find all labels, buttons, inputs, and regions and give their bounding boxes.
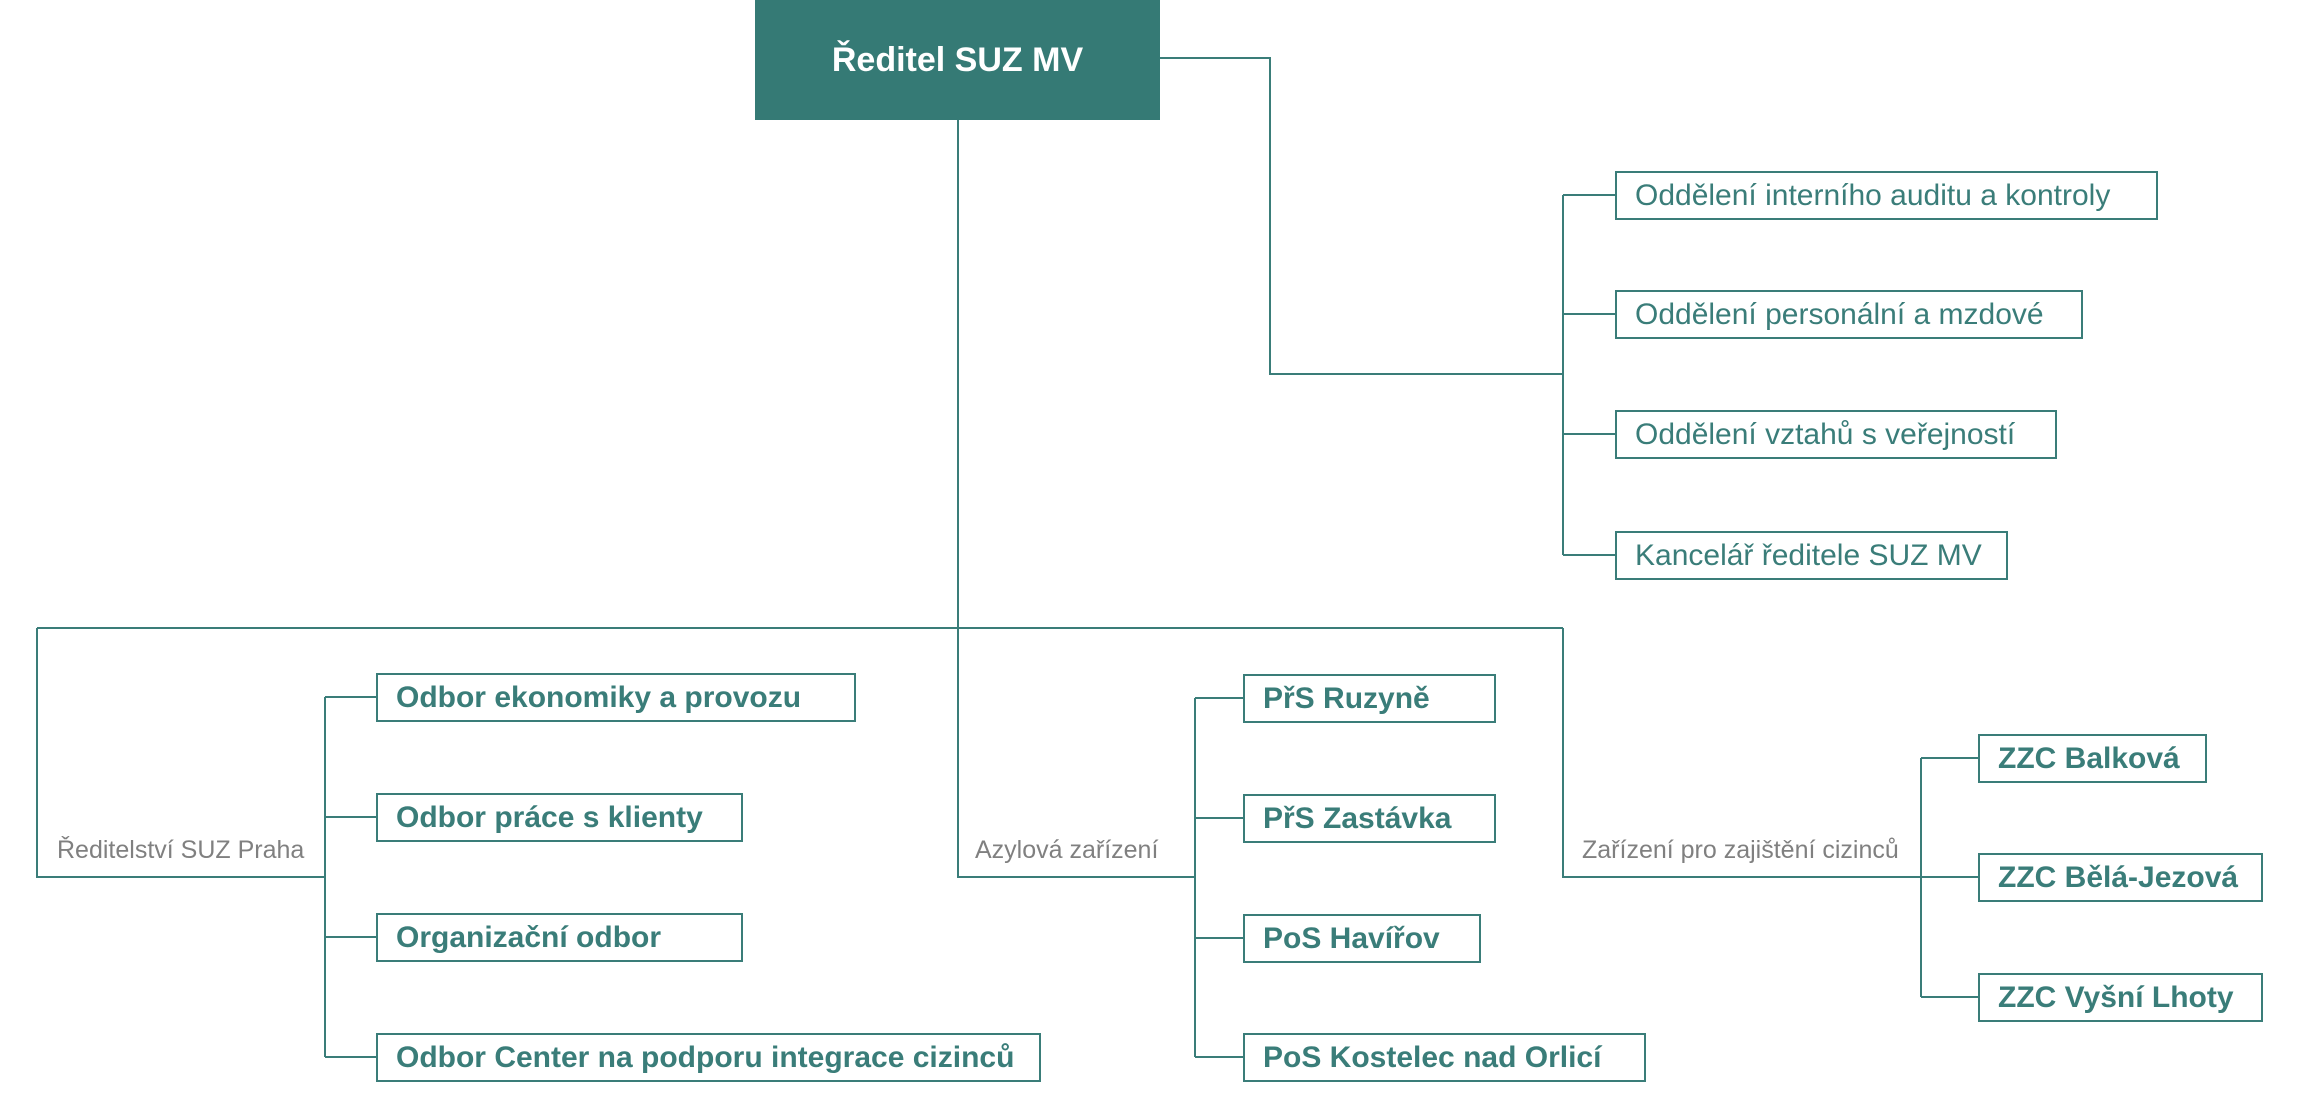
unit-zzc-balkova: ZZC Balková: [1978, 734, 2207, 783]
unit-prs-ruzyne: PřS Ruzyně: [1243, 674, 1496, 723]
group-label-headquarters: Ředitelství SUZ Praha: [57, 836, 305, 864]
group-label-asylum-facilities: Azylová zařízení: [975, 836, 1159, 864]
unit-pos-havirov: PoS Havířov: [1243, 914, 1481, 963]
unit-zzc-bela-jezova: ZZC Bělá-Jezová: [1978, 853, 2263, 902]
connector-group2-drop: [957, 628, 1195, 878]
unit-economy-operations: Odbor ekonomiky a provozu: [376, 673, 856, 722]
unit-zzc-vysni-lhoty: ZZC Vyšní Lhoty: [1978, 973, 2263, 1022]
staff-unit-internal-audit: Oddělení interního auditu a kontroly: [1615, 171, 2158, 220]
root-director-label: Ředitel SUZ MV: [831, 40, 1084, 79]
unit-prs-zastavka: PřS Zastávka: [1243, 794, 1496, 843]
staff-unit-director-office: Kancelář ředitele SUZ MV: [1615, 531, 2008, 580]
connector-group3-drop: [1562, 628, 1921, 878]
unit-pos-kostelec: PoS Kostelec nad Orlicí: [1243, 1033, 1646, 1082]
staff-unit-personnel-payroll: Oddělení personální a mzdové: [1615, 290, 2083, 339]
connector-group1-drop: [36, 628, 325, 878]
unit-integration-centers: Odbor Center na podporu integrace cizinc…: [376, 1033, 1041, 1082]
unit-client-work: Odbor práce s klienty: [376, 793, 743, 842]
unit-organizational: Organizační odbor: [376, 913, 743, 962]
staff-unit-public-relations: Oddělení vztahů s veřejností: [1615, 410, 2057, 459]
group-label-detention-facilities: Zařízení pro zajištění cizinců: [1582, 836, 1899, 864]
root-director-box: Ředitel SUZ MV: [755, 0, 1160, 120]
connector-root-staff: [1160, 57, 1563, 375]
